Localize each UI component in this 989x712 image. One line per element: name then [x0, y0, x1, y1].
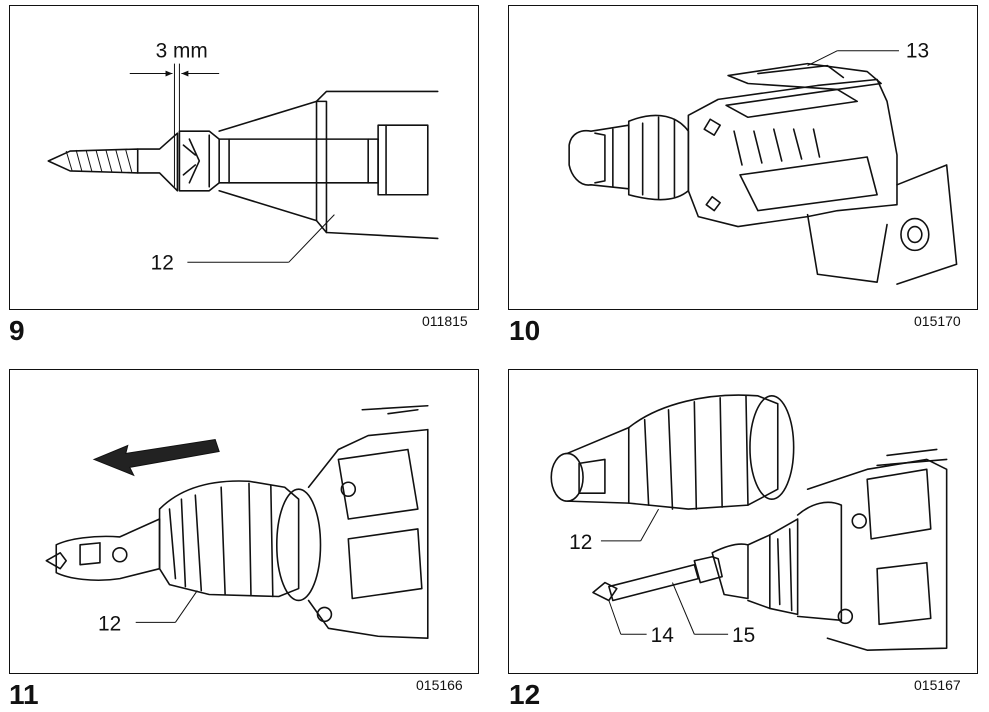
callout-12: 12 — [569, 531, 592, 554]
figure-12-drawing: 12 14 15 — [550, 394, 948, 651]
removed-locator-illustration — [550, 394, 795, 510]
figure-9-drawing: 3 mm 12 — [47, 40, 439, 274]
figure-9-code: 011815 — [422, 313, 468, 329]
figure-11-panel: 12 — [9, 369, 479, 674]
callout-12: 12 — [151, 251, 174, 274]
figure-10-drawing: 13 — [568, 40, 958, 285]
callout-15: 15 — [732, 624, 755, 647]
figure-11-number: 11 — [9, 679, 39, 710]
exposed-bit-illustration — [592, 448, 948, 651]
figure-9-panel: 3 mm 12 — [9, 5, 479, 310]
dimension-marker — [129, 63, 220, 187]
direction-arrow — [92, 438, 220, 477]
figure-12-code: 015167 — [914, 677, 961, 693]
dimension-label: 3 mm — [156, 40, 208, 63]
figure-10-code: 015170 — [914, 313, 961, 329]
figure-10-number: 10 — [509, 315, 541, 346]
screwdriver-body-illustration — [568, 62, 958, 285]
callout-13: 13 — [906, 40, 929, 63]
figure-9-number: 9 — [9, 315, 25, 346]
figure-12-number: 12 — [509, 679, 541, 710]
callout-12: 12 — [98, 612, 121, 635]
figure-10-panel: 13 — [508, 5, 978, 310]
figure-11-code: 015166 — [416, 677, 463, 693]
callout-14: 14 — [651, 624, 674, 647]
figure-11-drawing: 12 — [45, 404, 429, 640]
screwdriver-locator-illustration — [45, 404, 429, 640]
figure-12-panel: 12 14 15 — [508, 369, 978, 674]
locator-illustration — [178, 90, 439, 240]
screw-illustration — [47, 132, 179, 192]
